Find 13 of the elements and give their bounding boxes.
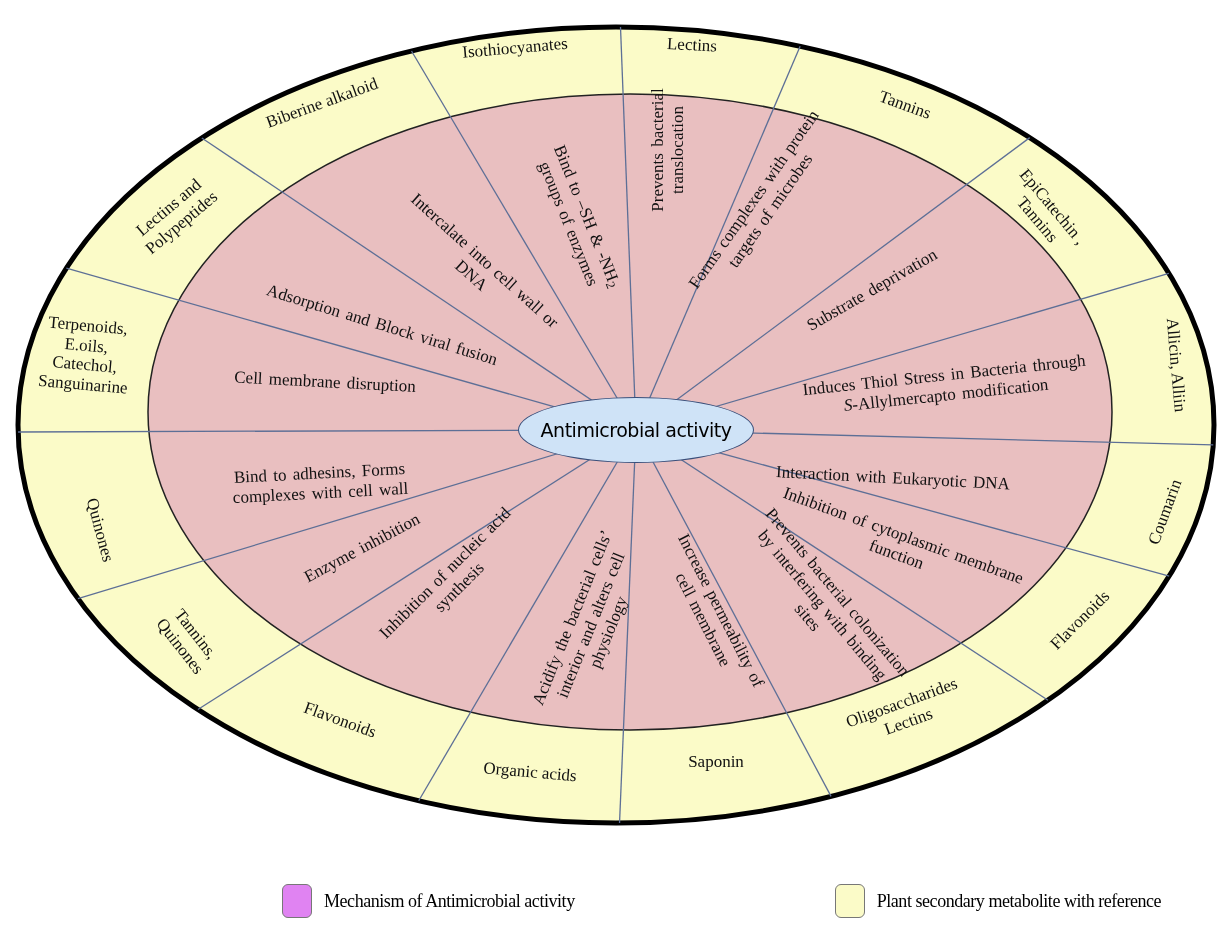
metabolite-label: Allicin, Alliin [1159,289,1193,441]
metabolite-label: Isothiocyanates [439,31,591,65]
metabolite-label: Saponin [666,752,766,772]
metabolite-label: Lectins [641,32,743,58]
mechanism-label: Bind to adhesins, Forms complexes with cell wall [194,456,446,510]
mechanism-label: Induces Thiol Stress in Bacteria through S-Allylmercapto modification [798,350,1092,420]
legend-text: Mechanism of Antimicrobial activity [324,889,575,913]
metabolite-label: Organic acids [464,756,596,788]
mechanism-label: Prevents bacterial translocation [648,60,688,240]
mechanism-label: Cell membrane disruption [209,366,441,398]
metabolite-label: Quinones [76,474,124,586]
metabolite-label: Terpenoids, E.oils, Catechol, Sanguinarine [29,311,141,399]
legend-text: Plant secondary metabolite with reference [876,889,1162,913]
